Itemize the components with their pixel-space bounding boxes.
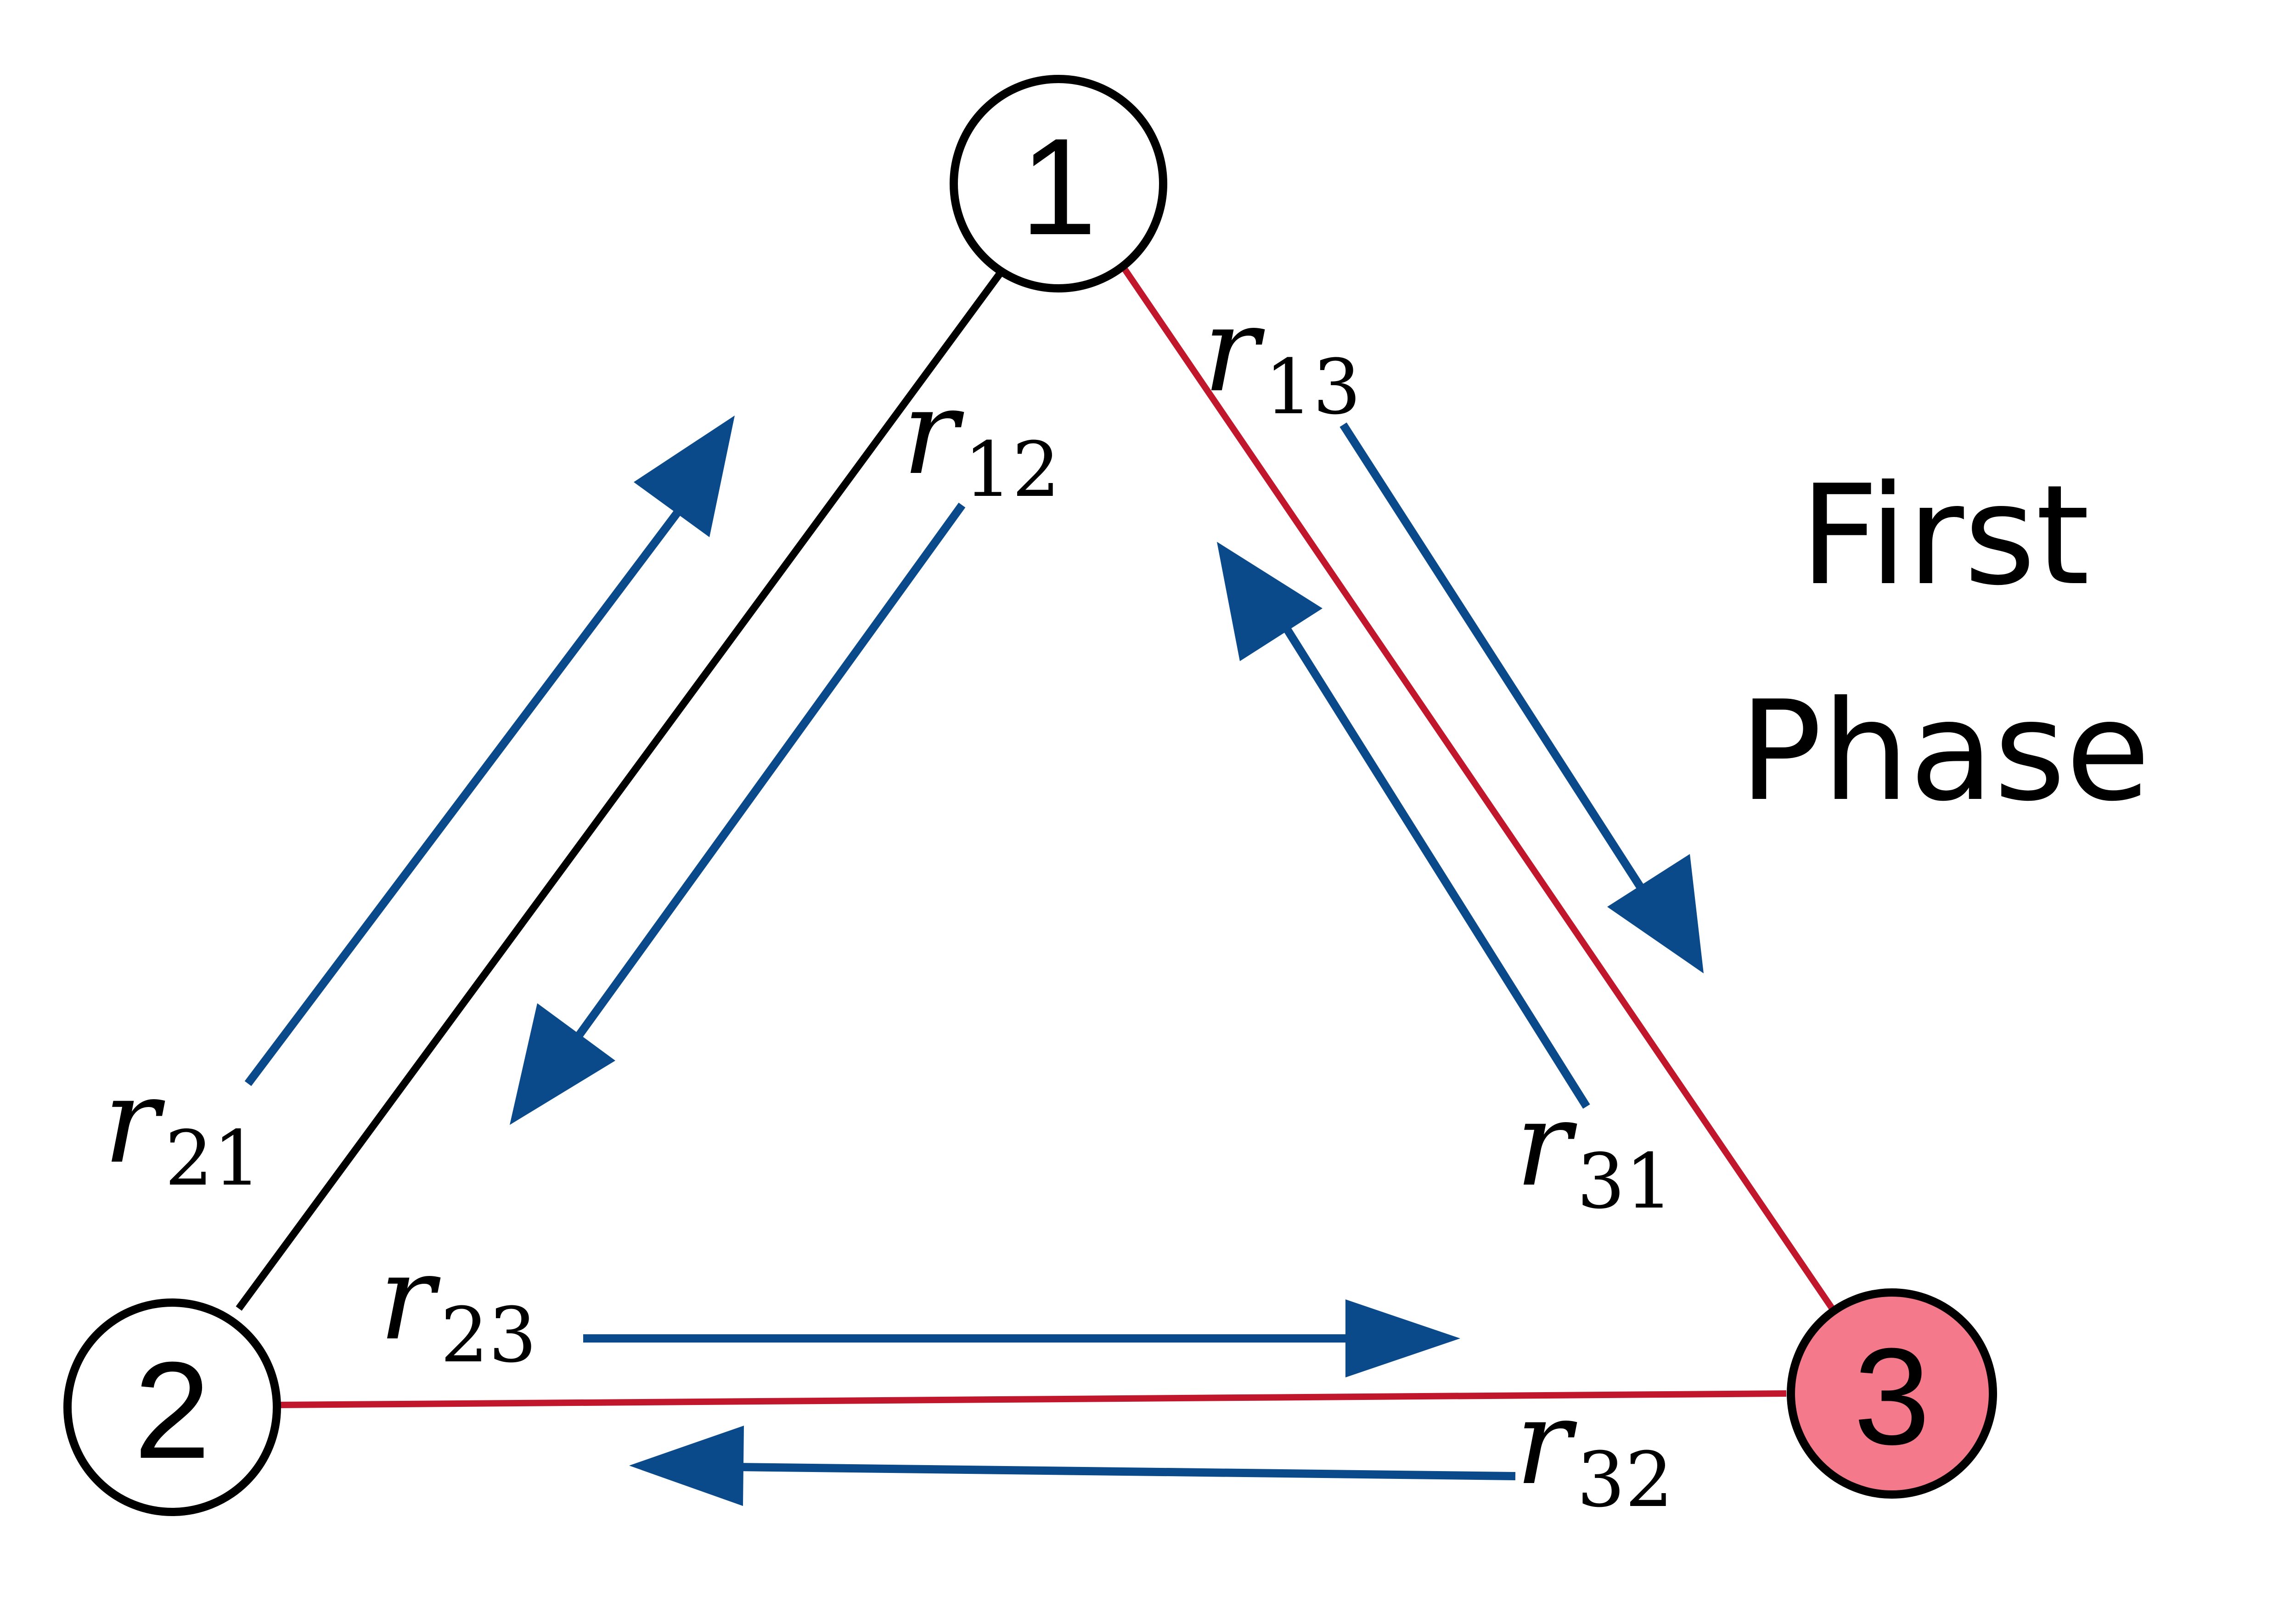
- arrow-r12: [510, 502, 966, 1125]
- arrow-r13: [1339, 422, 1704, 973]
- rate-subscript: 32: [1577, 1436, 1673, 1524]
- rate-subscript: 13: [1265, 343, 1361, 431]
- rate-label-r32: r 32: [1515, 1375, 1673, 1524]
- rate-symbol: r: [103, 1053, 165, 1190]
- rate-subscript: 12: [964, 426, 1060, 514]
- phase-title-line1: First: [1800, 455, 2089, 616]
- node-3: 3: [1787, 1288, 1997, 1499]
- arrow-r23: [583, 1299, 1460, 1377]
- arrow-r32: [629, 1426, 1516, 1506]
- rate-subscript: 23: [440, 1291, 537, 1379]
- phase-title-line2: Phase: [1739, 671, 2150, 832]
- rate-label-r21: r 21: [103, 1053, 261, 1202]
- node-3-label: 3: [1854, 1319, 1930, 1473]
- rate-symbol: r: [902, 365, 964, 501]
- edge-1-3: [1120, 264, 1835, 1310]
- node-1: 1: [950, 75, 1167, 292]
- rate-label-r31: r 31: [1515, 1076, 1673, 1225]
- rate-subscript: 31: [1577, 1137, 1673, 1225]
- rate-subscript: 21: [165, 1114, 261, 1202]
- rate-label-r13: r 13: [1203, 282, 1361, 431]
- node-2-label: 2: [134, 1333, 211, 1487]
- rate-label-r23: r 23: [379, 1230, 537, 1379]
- rate-symbol: r: [1515, 1076, 1577, 1213]
- edge-1-2: [236, 271, 1003, 1311]
- node-1-label: 1: [1020, 109, 1097, 264]
- rate-symbol: r: [379, 1230, 441, 1366]
- rate-symbol: r: [1515, 1375, 1577, 1511]
- arrow-r21: [244, 416, 735, 1086]
- node-2: 2: [63, 1298, 281, 1516]
- rate-symbol: r: [1203, 282, 1265, 418]
- arrow-r31: [1217, 542, 1590, 1109]
- edge-2-3: [277, 1390, 1787, 1408]
- rate-label-r12: r 12: [902, 365, 1060, 514]
